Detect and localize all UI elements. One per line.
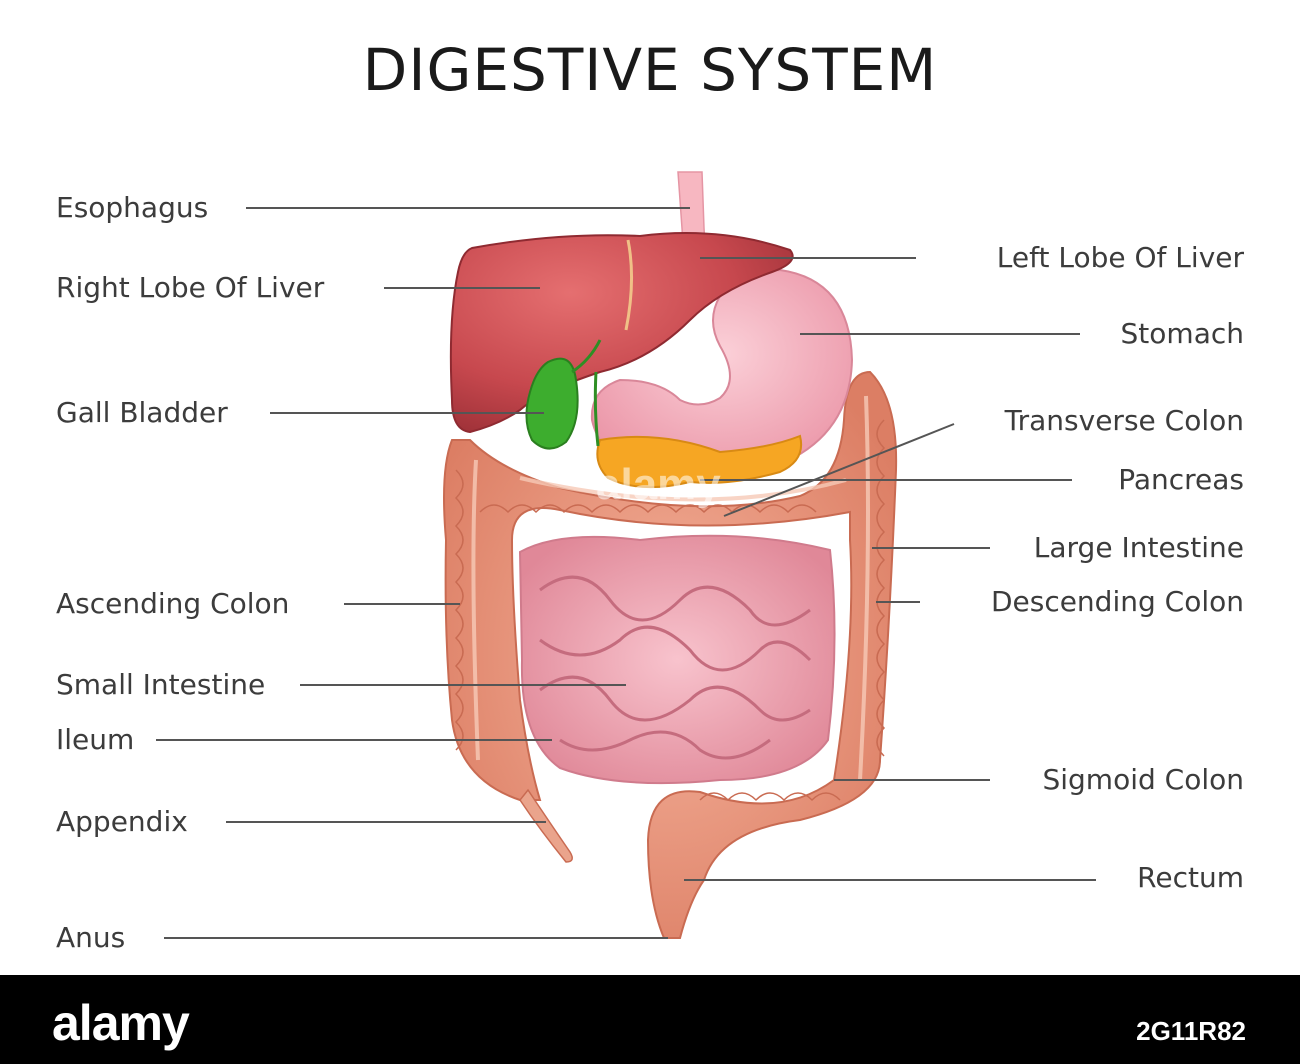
watermark: alamy xyxy=(596,460,721,509)
gall-bladder-shape xyxy=(525,357,579,450)
label-stomach: Stomach xyxy=(1120,317,1244,350)
pancreas-shape xyxy=(596,434,802,489)
label-left-lobe-of-liver: Left Lobe Of Liver xyxy=(996,241,1244,274)
page-title: DIGESTIVE SYSTEM xyxy=(362,36,938,104)
label-small-intestine: Small Intestine xyxy=(56,668,266,701)
digestive-system-illustration xyxy=(156,171,1096,939)
leader-lines xyxy=(156,207,1096,939)
image-id: 2G11R82 xyxy=(1136,1016,1246,1046)
label-rectum: Rectum xyxy=(1137,861,1244,894)
label-large-intestine: Large Intestine xyxy=(1033,531,1244,564)
label-pancreas: Pancreas xyxy=(1118,463,1244,496)
footer-bar xyxy=(0,975,1300,1064)
brand-logo: alamy xyxy=(52,995,190,1051)
small-intestine-shape xyxy=(518,534,836,785)
label-sigmoid-colon: Sigmoid Colon xyxy=(1042,763,1244,796)
label-right-lobe-of-liver: Right Lobe Of Liver xyxy=(56,271,325,304)
label-descending-colon: Descending Colon xyxy=(990,585,1244,618)
label-ascending-colon: Ascending Colon xyxy=(56,587,290,620)
label-appendix: Appendix xyxy=(56,805,188,838)
label-transverse-colon: Transverse Colon xyxy=(1004,404,1244,437)
label-ileum: Ileum xyxy=(56,723,135,756)
label-anus: Anus xyxy=(56,921,126,954)
label-gall-bladder: Gall Bladder xyxy=(56,396,228,429)
appendix-shape xyxy=(519,788,573,863)
label-esophagus: Esophagus xyxy=(56,191,209,224)
